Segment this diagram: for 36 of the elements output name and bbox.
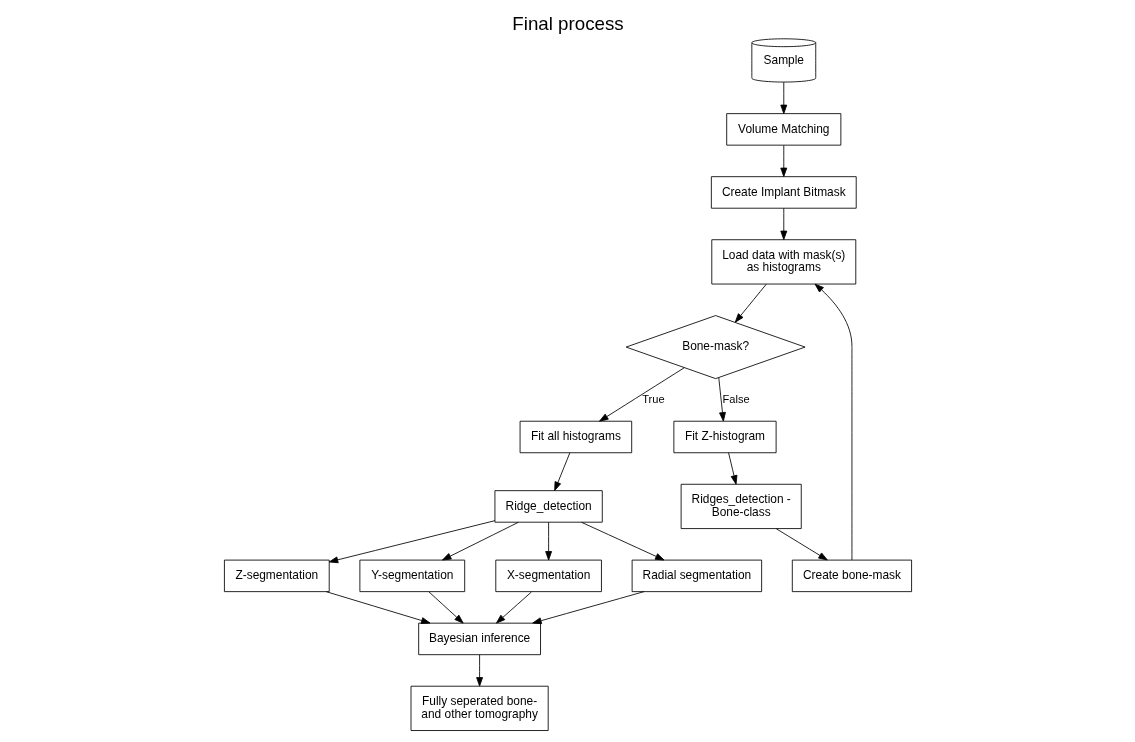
arrow: [779, 81, 787, 115]
node-box: Fit all histograms: [519, 420, 632, 454]
arrow: [441, 521, 519, 561]
arrow: [325, 591, 430, 624]
arrow: [553, 452, 570, 491]
arrow: [531, 591, 644, 625]
node-box: Fully seperated bone- and other tomography: [410, 685, 549, 731]
node-box: Ridge_detection: [494, 490, 603, 523]
arrow: [779, 207, 787, 241]
arrow: [428, 591, 464, 624]
arrow: [727, 452, 737, 485]
arrow: [717, 377, 726, 422]
node-box: Ridges_detection - Bone-class: [680, 483, 802, 529]
node-box: Volume Matching: [725, 113, 841, 146]
arrow: [580, 521, 664, 561]
node-box: Y-segmentation: [358, 559, 465, 593]
arrow: [598, 367, 685, 422]
diagram-title: Final process: [511, 12, 624, 34]
node-box: Create bone-mask: [791, 559, 912, 593]
arrow: [544, 521, 552, 561]
edge-label: False: [722, 392, 750, 405]
arrow: [328, 520, 495, 564]
arrow: [814, 283, 852, 561]
arrow: [475, 654, 483, 687]
arrow: [779, 145, 787, 178]
node-box: X-segmentation: [494, 559, 602, 593]
arrow: [734, 283, 767, 323]
arrow: [495, 591, 532, 624]
node-box: Radial segmentation: [631, 559, 762, 593]
node-box: Fit Z-histogram: [672, 420, 777, 454]
node-box: Create Implant Bitmask: [710, 176, 857, 209]
node-box: Z-segmentation: [223, 559, 330, 593]
edge-label: True: [641, 392, 665, 405]
node-box: Bayesian inference: [417, 622, 541, 656]
arrow: [775, 528, 828, 561]
node-box: Load data with mask(s) as histograms: [710, 239, 856, 285]
